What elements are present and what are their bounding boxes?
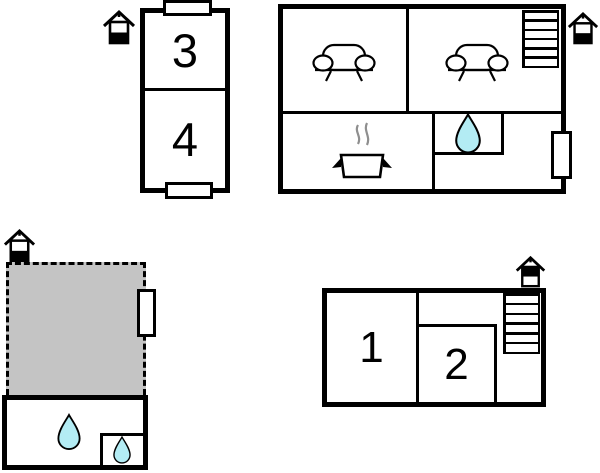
interior-wall [416,293,419,402]
room-2: 2 [419,324,497,402]
stair-step [524,40,557,47]
room-1: 1 [327,293,416,402]
stair-step [505,344,538,352]
stair-step [524,31,557,38]
steam-icon [364,122,370,146]
stairs-icon-d [503,293,540,354]
interior-wall [406,9,409,114]
stair-step [524,12,557,20]
unit-d-outline: 1 2 [322,288,546,407]
room-1-label: 1 [359,322,384,372]
door-marker-a-top [163,0,212,16]
stair-step [524,49,557,57]
sofa-icon-1 [312,43,376,82]
water-drop-icon-c2 [113,436,131,464]
sofa-icon-2 [445,43,509,82]
stair-step [505,305,538,313]
pot-body [339,153,385,179]
pot-handle [383,158,392,168]
north-house-icon-c [3,228,36,263]
room-3: 3 [145,13,225,88]
window-marker-b-right [551,131,572,179]
stair-step [505,334,538,342]
north-house-icon-b [567,11,599,45]
steam-icon [355,124,361,145]
stair-step [524,21,557,29]
stair-step [524,58,557,66]
terrace-area [6,262,146,395]
water-drop-icon-c1 [57,412,81,450]
kitchen-pot-icon [332,122,392,179]
stairs-icon-b [522,10,559,68]
interior-wall [283,111,561,114]
inner-bath-box [100,433,143,465]
unit-b-outline [278,4,566,194]
interior-wall [432,114,435,189]
room-4-label: 4 [171,113,199,166]
bathroom-box [432,111,504,155]
north-house-icon-d [515,255,546,288]
stair-step [505,315,538,323]
stair-step [505,324,538,332]
pot-handle [332,158,341,168]
interior-wall [145,88,225,91]
unit-c-bath-outline [2,395,148,470]
north-house-icon-a [102,9,136,45]
room-3-label: 3 [171,24,199,77]
window-marker-terrace [137,289,156,337]
door-marker-a-bottom [165,182,213,199]
water-drop-icon-b [455,113,481,154]
room-4: 4 [145,91,225,188]
room-2-label: 2 [444,339,469,389]
unit-a-outline: 3 4 [140,8,230,193]
stair-step [505,295,538,303]
